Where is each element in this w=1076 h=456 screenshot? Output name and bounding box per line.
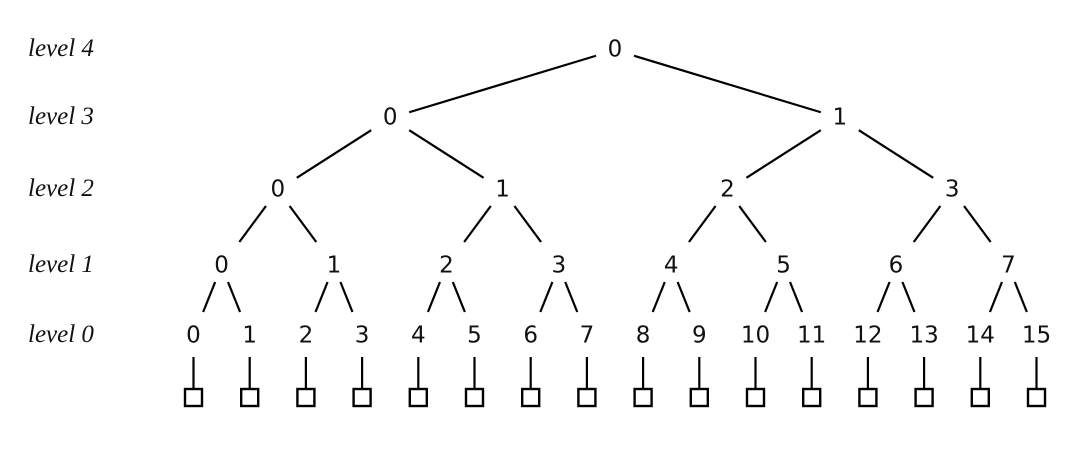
leaf-box: [970, 387, 990, 408]
tree-edge: [238, 205, 267, 243]
tree-edge: [745, 129, 822, 179]
leaf-box: [408, 387, 428, 408]
tree-edge: [564, 281, 579, 313]
tree-node-level0-15: 15: [1021, 322, 1052, 349]
tree-edge: [339, 281, 354, 313]
tree-node-level2-0: 0: [270, 176, 286, 203]
tree-edge: [912, 205, 942, 243]
tree-edge: [676, 281, 691, 313]
tree-node-level0-2: 2: [298, 322, 314, 349]
leaf-box: [296, 387, 316, 408]
tree-edge: [876, 281, 891, 313]
leaf-box: [352, 387, 372, 408]
tree-node-level3-0: 0: [382, 104, 398, 131]
level-label-3: level 3: [28, 102, 94, 130]
leaf-box: [802, 387, 822, 408]
tree-node-level0-9: 9: [691, 322, 707, 349]
tree-edge: [963, 205, 992, 243]
leaf-box: [183, 387, 204, 408]
leaf-box: [464, 387, 485, 408]
tree-edge: [296, 129, 372, 179]
leaf-box: [745, 387, 766, 408]
tree-node-level0-0: 0: [186, 322, 201, 349]
leaf-box: [577, 387, 597, 408]
level-label-4: level 4: [28, 34, 94, 62]
tree-edge: [688, 205, 717, 243]
tree-node-level0-12: 12: [853, 322, 883, 349]
tree-edge: [789, 281, 804, 313]
tree-node-level2-2: 2: [720, 176, 735, 203]
tree-edge: [202, 281, 217, 313]
tree-edge: [513, 205, 542, 243]
tree-edge: [288, 205, 318, 243]
tree-node-level1-5: 5: [776, 252, 791, 279]
tree-node-level3-1: 1: [832, 104, 848, 131]
tree-edge: [988, 281, 1003, 313]
tree-edge: [227, 281, 242, 313]
tree-edge: [314, 281, 329, 313]
tree-node-level0-10: 10: [740, 322, 771, 349]
tree-node-level0-8: 8: [635, 322, 651, 349]
tree-node-level0-13: 13: [909, 322, 939, 349]
tree-edge: [408, 54, 597, 114]
tree-node-level2-3: 3: [944, 176, 960, 203]
tree-node-level0-7: 7: [579, 322, 595, 349]
tree-node-level0-6: 6: [523, 322, 539, 349]
level-label-2: level 2: [28, 174, 94, 202]
leaf-box: [689, 387, 709, 408]
leaf-box: [1026, 387, 1047, 408]
tree-edge: [633, 54, 822, 114]
tree-edge: [539, 281, 554, 313]
tree-node-level1-1: 1: [326, 252, 342, 279]
tree-edge: [408, 129, 485, 179]
leaf-box: [914, 387, 934, 408]
tree-node-level0-1: 1: [242, 322, 258, 349]
tree-node-level0-4: 4: [410, 322, 426, 349]
tree-edge: [901, 281, 916, 313]
tree-node-level0-5: 5: [467, 322, 482, 349]
tree-edge: [764, 281, 779, 313]
tree-node-level1-7: 7: [1001, 252, 1016, 279]
tree-node-level1-6: 6: [888, 252, 904, 279]
tree-node-level1-2: 2: [439, 252, 454, 279]
tree-node-level0-14: 14: [965, 322, 995, 349]
leaf-box: [633, 387, 653, 408]
tree-node-level1-3: 3: [551, 252, 567, 279]
tree-edge: [463, 205, 492, 243]
tree-node-level1-4: 4: [663, 252, 679, 279]
tree-edge: [1013, 281, 1028, 313]
tree-node-level1-0: 0: [214, 252, 229, 279]
tree-node-level2-1: 1: [495, 176, 510, 203]
tree-edge: [651, 281, 666, 313]
leaf-box: [858, 387, 878, 408]
tree-node-level0-11: 11: [797, 322, 827, 349]
level-label-1: level 1: [28, 250, 94, 278]
tree-edge: [451, 281, 466, 313]
tree-edge: [858, 129, 934, 179]
tree-node-level4-0: 0: [607, 36, 623, 63]
leaf-box: [521, 387, 541, 408]
tree-node-level0-3: 3: [354, 322, 370, 349]
leaf-box: [239, 387, 260, 408]
tree-edge: [426, 281, 441, 313]
level-label-0: level 0: [28, 320, 94, 348]
tree-edge: [738, 205, 767, 243]
